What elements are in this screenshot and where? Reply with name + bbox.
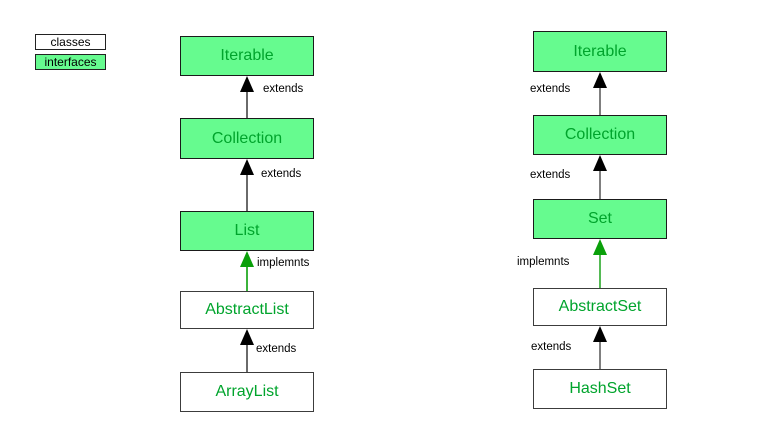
edge-label-extends: extends [530, 169, 571, 181]
extends-arrow [593, 326, 607, 369]
extends-arrow [240, 76, 254, 118]
extends-arrow [593, 155, 607, 199]
node-abstractlist: AbstractList [180, 291, 314, 329]
node-collection-left: Collection [180, 118, 314, 159]
implements-arrow [240, 251, 254, 291]
edge-label-implements: implemnts [257, 257, 310, 269]
edge-label-extends: extends [530, 83, 571, 95]
edge-label-extends: extends [531, 341, 572, 353]
implements-arrow [593, 239, 607, 288]
legend-classes: classes [35, 34, 106, 50]
edge-label-extends: extends [261, 168, 302, 180]
extends-arrow [593, 72, 607, 115]
node-hashset: HashSet [533, 369, 667, 409]
node-set: Set [533, 199, 667, 239]
legend-interfaces: interfaces [35, 54, 106, 70]
node-iterable-left: Iterable [180, 36, 314, 76]
edge-label-extends: extends [256, 343, 297, 355]
node-collection-right: Collection [533, 115, 667, 155]
extends-arrow [240, 159, 254, 211]
edge-label-implements: implemnts [517, 256, 570, 268]
edge-label-extends: extends [263, 83, 304, 95]
extends-arrow [240, 329, 254, 372]
node-arraylist: ArrayList [180, 372, 314, 412]
node-abstractset: AbstractSet [533, 288, 667, 326]
node-iterable-right: Iterable [533, 31, 667, 72]
node-list: List [180, 211, 314, 251]
